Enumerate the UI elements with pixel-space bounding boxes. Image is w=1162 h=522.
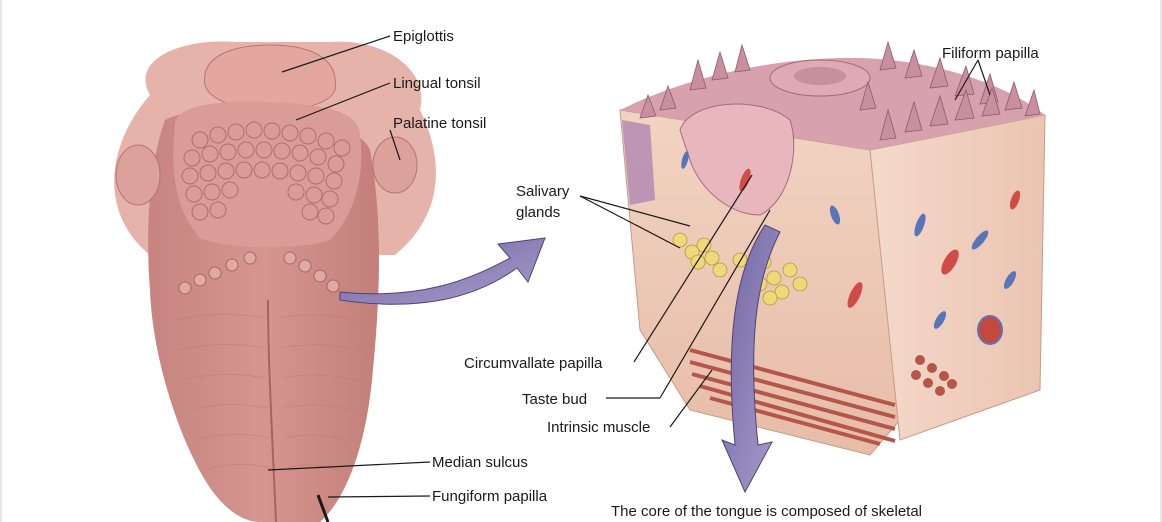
filiform-papillae bbox=[639, 40, 1041, 141]
median-sulcus-groove bbox=[267, 299, 277, 522]
label-intrinsic-muscle: Intrinsic muscle bbox=[547, 419, 650, 436]
label-fungiform-papilla: Fungiform papilla bbox=[432, 488, 548, 505]
tongue-tissue-block bbox=[619, 40, 1046, 456]
frame-right-edge bbox=[1160, 0, 1162, 522]
circumvallate-papillae-row bbox=[178, 251, 340, 295]
palatine-tonsil-right bbox=[372, 136, 418, 194]
circumvallate-papilla-center bbox=[794, 67, 846, 85]
label-taste-bud: Taste bud bbox=[522, 391, 587, 408]
label-median-sulcus: Median sulcus bbox=[432, 454, 528, 471]
mucous-gland-patch bbox=[622, 120, 655, 205]
palatine-tonsil-left bbox=[115, 144, 161, 206]
tongue-dorsal-view bbox=[114, 41, 436, 522]
block-side-face bbox=[869, 114, 1046, 441]
label-lingual-tonsil: Lingual tonsil bbox=[393, 75, 481, 92]
label-filiform-papilla: Filiform papilla bbox=[942, 45, 1039, 62]
label-salivary-glands-line2: glands bbox=[516, 204, 560, 221]
label-epiglottis: Epiglottis bbox=[393, 28, 454, 45]
curved-arrow-to-block bbox=[339, 237, 546, 305]
fungiform-arrow-tip bbox=[316, 494, 330, 522]
label-palatine-tonsil: Palatine tonsil bbox=[393, 115, 486, 132]
lingual-tonsil bbox=[173, 101, 362, 248]
muscle-fiber-ends bbox=[911, 355, 957, 396]
curved-arrow-down bbox=[721, 224, 781, 494]
caption-text: The core of the tongue is composed of sk… bbox=[611, 503, 922, 520]
papilla-cross-section bbox=[679, 103, 795, 216]
tongue-surface-texture bbox=[174, 314, 366, 473]
leader-lines bbox=[267, 35, 991, 498]
blood-vessels bbox=[681, 151, 1021, 345]
label-salivary-glands-line1: Salivary bbox=[516, 183, 570, 200]
label-circumvallate-papilla: Circumvallate papilla bbox=[464, 355, 603, 372]
frame-left-edge bbox=[0, 0, 2, 522]
epiglottis-shape bbox=[204, 44, 336, 111]
